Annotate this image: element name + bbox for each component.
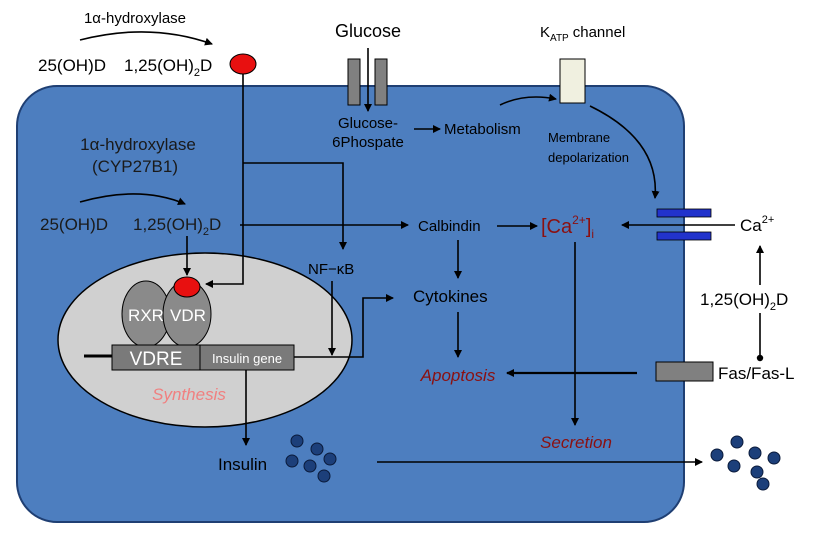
- nfkb-label: NF−κB: [308, 261, 354, 278]
- granule: [317, 469, 331, 483]
- ligand-vdr: [173, 276, 201, 298]
- hydroxylase-inner-line1: 1α-hydroxylase: [80, 135, 196, 154]
- granule: [750, 465, 764, 479]
- glucose-transporter-right: [374, 58, 388, 106]
- granule: [748, 446, 762, 460]
- vdr-label: VDR: [170, 306, 206, 325]
- membrane-line1: Membrane: [548, 130, 610, 145]
- granule: [756, 477, 770, 491]
- fas-label: Fas/Fas-L: [718, 364, 795, 383]
- hydroxylase-inner-arrow: [79, 193, 186, 205]
- synthesis-label: Synthesis: [152, 385, 226, 404]
- granule: [285, 454, 299, 468]
- insulin-granules-outside: [710, 435, 781, 491]
- depolarization-arrow: [589, 105, 660, 199]
- hydroxylase-top-arrow: [79, 31, 213, 46]
- granule: [310, 442, 324, 456]
- glucose-transporter-left: [347, 58, 361, 106]
- glucose-label: Glucose: [335, 21, 401, 41]
- vdre-label: VDRE: [130, 349, 183, 370]
- hydroxylase-inner-line2: (CYP27B1): [92, 157, 178, 176]
- insulin-gene-label: Insulin gene: [212, 351, 282, 366]
- membrane-line2: depolarization: [548, 150, 629, 165]
- dihydroxy-inner: 1,25(OH)2D: [133, 215, 221, 238]
- granule: [727, 459, 741, 473]
- glucose6p-line2: 6Phospate: [332, 134, 404, 151]
- insulin-label: Insulin: [218, 455, 267, 474]
- secretion-label: Secretion: [540, 433, 612, 452]
- metabolism-to-katp-arrow: [499, 93, 557, 106]
- granule: [710, 448, 724, 462]
- calbindin-label: Calbindin: [418, 218, 481, 235]
- katp-channel: [559, 58, 586, 104]
- granule: [767, 451, 781, 465]
- granule: [290, 434, 304, 448]
- ca-channel-lower: [656, 231, 712, 241]
- cytokines-label: Cytokines: [413, 287, 488, 306]
- ligand-top: [229, 53, 257, 75]
- metabolism-label: Metabolism: [444, 121, 521, 138]
- dihydroxy-top: 1,25(OH)2D: [124, 56, 212, 79]
- glucose6p-line1: Glucose-: [338, 115, 398, 132]
- ohd-top: 25(OH)D: [38, 56, 106, 75]
- rxr-label: RXR: [128, 306, 164, 325]
- granule: [730, 435, 744, 449]
- dihydroxy-right: 1,25(OH)2D: [700, 290, 788, 313]
- apoptosis-label: Apoptosis: [420, 366, 496, 385]
- branch-to-nfkb: [243, 162, 347, 250]
- insulin-gene-box: [199, 344, 295, 371]
- extracellular-calcium: Ca2+: [740, 214, 774, 235]
- ohd-inner: 25(OH)D: [40, 215, 108, 234]
- granule: [323, 452, 337, 466]
- ligand-top-path: [205, 74, 244, 288]
- gene-to-cytokines-arrow: [294, 294, 394, 358]
- ca-channel-upper: [656, 208, 712, 218]
- fas-receptor: [655, 361, 714, 382]
- insulin-granules-inside: [285, 434, 337, 483]
- hydroxylase-top-label: 1α-hydroxylase: [84, 10, 186, 27]
- intracellular-calcium: [Ca2+]i: [541, 213, 594, 241]
- granule: [303, 459, 317, 473]
